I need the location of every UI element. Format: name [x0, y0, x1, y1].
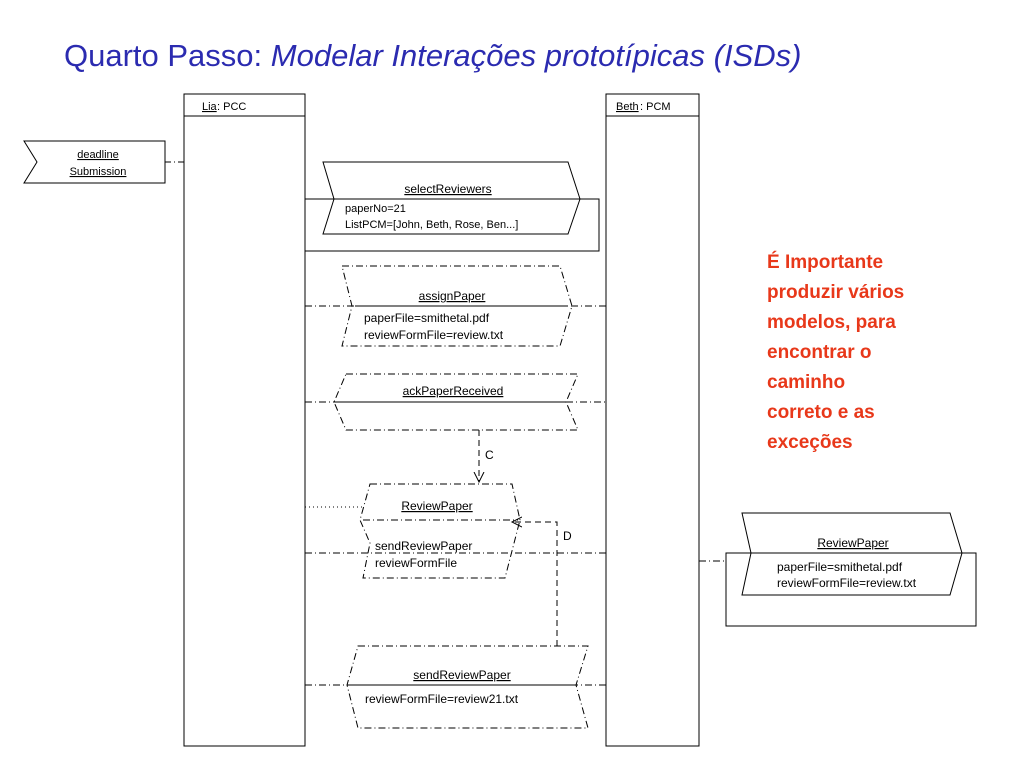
select-reviewers-label: selectReviewers [404, 182, 491, 196]
ack-paper-received-label: ackPaperReceived [403, 384, 504, 398]
assign-paper-label: assignPaper [419, 289, 486, 303]
title-prefix: Quarto Passo: [64, 38, 271, 73]
lifeline-beth-box [605, 93, 700, 747]
review-paper-shape [359, 483, 521, 579]
lifeline-lia-role: : PCC [217, 101, 246, 113]
select-reviewers-message: selectReviewers paperNo=21 ListPCM=[John… [304, 161, 600, 252]
note-line-4: encontrar o [767, 342, 872, 363]
deadline-event-line1: deadline [77, 149, 119, 161]
review-paper-param-1: sendReviewPaper [375, 539, 472, 553]
lifeline-lia: Lia : PCC [183, 93, 306, 747]
note-line-5: caminho [767, 372, 846, 393]
select-reviewers-param-2: ListPCM=[John, Beth, Rose, Ben...] [345, 219, 518, 231]
ack-paper-received-message: ackPaperReceived [305, 373, 606, 431]
review-paper-param-2: reviewFormFile [375, 556, 457, 570]
lifeline-beth-role: : PCM [640, 101, 671, 113]
connector-c: C [479, 430, 494, 482]
send-review-paper-message: sendReviewPaper reviewFormFile=review21.… [305, 645, 606, 729]
lifeline-lia-box [183, 93, 306, 747]
note-line-2: produzir vários [767, 282, 905, 303]
assign-paper-message: assignPaper paperFile=smithetal.pdf revi… [305, 265, 606, 347]
select-reviewers-param-1: paperNo=21 [345, 203, 406, 215]
review-paper-label: ReviewPaper [401, 499, 472, 513]
assign-paper-param-1: paperFile=smithetal.pdf [364, 311, 490, 325]
deadline-submission-event: deadline Submission [23, 140, 184, 184]
slide-title: Quarto Passo: Modelar Interações prototí… [64, 38, 801, 74]
connector-c-label: C [485, 448, 494, 462]
review-paper-right-label: ReviewPaper [817, 536, 888, 550]
review-paper-right-param-1: paperFile=smithetal.pdf [777, 560, 903, 574]
connector-d-line [512, 522, 558, 646]
important-note: É Importante produzir vários modelos, pa… [767, 248, 977, 458]
deadline-event-line2: Submission [70, 166, 127, 178]
review-paper-message: ReviewPaper sendReviewPaper reviewFormFi… [305, 483, 606, 579]
deadline-event-shape [23, 140, 166, 184]
note-line-1: É Importante [767, 252, 884, 273]
review-paper-right-message: ReviewPaper paperFile=smithetal.pdf revi… [699, 512, 977, 627]
lifeline-lia-name: Lia [202, 101, 218, 113]
lifeline-beth: Beth : PCM [605, 93, 700, 747]
note-line-3: modelos, para [767, 312, 896, 333]
review-paper-right-param-2: reviewFormFile=review.txt [777, 576, 917, 590]
send-review-paper-shape [346, 645, 589, 729]
note-line-6: correto e as [767, 402, 875, 423]
assign-paper-param-2: reviewFormFile=review.txt [364, 328, 504, 342]
lifeline-beth-name: Beth [616, 101, 639, 113]
connector-d-label: D [563, 529, 572, 543]
title-italic: Modelar Interações prototípicas (ISDs) [270, 38, 802, 73]
send-review-paper-label: sendReviewPaper [413, 668, 510, 682]
connector-d: D [512, 522, 572, 646]
note-line-7: exceções [767, 432, 853, 453]
send-review-paper-param-1: reviewFormFile=review21.txt [365, 692, 519, 706]
